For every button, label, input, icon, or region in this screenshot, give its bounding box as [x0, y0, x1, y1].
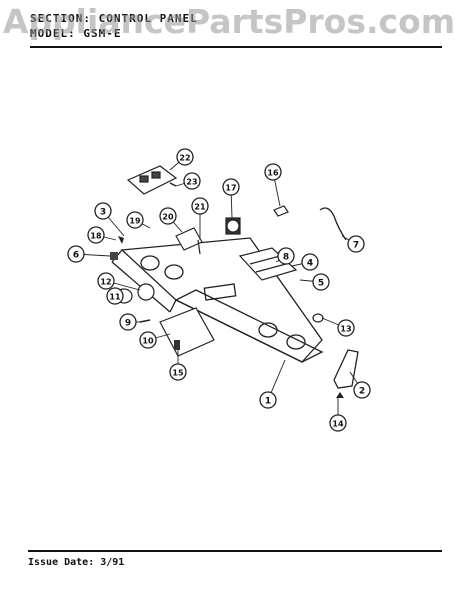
callout-label: 10 [142, 337, 154, 346]
callout-label: 4 [307, 259, 313, 269]
callout-11: 11 [106, 287, 124, 305]
callout-23: 23 [183, 172, 201, 190]
callout-7: 7 [347, 235, 365, 253]
callout-label: 7 [353, 241, 359, 251]
callout-label: 16 [267, 169, 279, 178]
callout-18: 18 [87, 226, 105, 244]
display-panel-part [159, 307, 215, 357]
callout-label: 18 [90, 232, 102, 241]
header-rule [30, 46, 442, 48]
callout-17: 17 [222, 178, 240, 196]
callout-label: 19 [129, 217, 141, 226]
callout-8: 8 [277, 247, 295, 265]
callout-circle [312, 273, 330, 291]
section-title: SECTION: CONTROL PANEL [30, 12, 198, 25]
callout-6: 6 [67, 245, 85, 263]
callout-label: 6 [73, 251, 79, 261]
callout-circle [347, 235, 365, 253]
callout-circle [277, 247, 295, 265]
callout-circle [264, 163, 282, 181]
wire-harness-part [319, 207, 347, 241]
callout-16: 16 [264, 163, 282, 181]
issue-date: Issue Date: 3/91 [28, 557, 125, 568]
callout-circle [222, 178, 240, 196]
callout-circle [191, 197, 209, 215]
callout-3: 3 [94, 202, 112, 220]
fastener-part [174, 340, 180, 350]
callout-label: 5 [318, 279, 324, 289]
screw-part [169, 182, 177, 187]
callout-circle [159, 207, 177, 225]
callout-label: 8 [283, 253, 289, 263]
callout-label: 15 [172, 369, 184, 378]
callout-21: 21 [191, 197, 209, 215]
callout-15: 15 [169, 363, 187, 381]
callout-circle [94, 202, 112, 220]
model-line: MODEL: GSM-E [30, 27, 122, 40]
callout-12: 12 [97, 272, 115, 290]
watermark: AppliancePartsPros.com [2, 2, 456, 41]
screw-part-small [139, 319, 151, 323]
callout-label: 21 [194, 203, 206, 212]
clip-part [273, 205, 289, 217]
callout-circle [119, 313, 137, 331]
cap-part [312, 313, 324, 323]
callout-circle [176, 148, 194, 166]
bracket-part [175, 227, 203, 251]
callout-label: 2 [359, 387, 365, 397]
spring-part [118, 236, 124, 244]
circuit-board-part [126, 165, 178, 195]
callout-5: 5 [312, 273, 330, 291]
callout-label: 17 [225, 184, 236, 193]
callout-label: 9 [125, 319, 131, 329]
callout-label: 20 [162, 213, 174, 222]
callout-circle [353, 381, 371, 399]
callout-circle [337, 319, 355, 337]
callout-circle [139, 331, 157, 349]
callout-20: 20 [159, 207, 177, 225]
callout-label: 13 [340, 325, 351, 334]
callout-label: 12 [100, 278, 111, 287]
callout-4: 4 [301, 253, 319, 271]
end-cap-part [333, 349, 359, 389]
callout-circle [97, 272, 115, 290]
callout-label: 11 [109, 293, 121, 302]
callout-circle [169, 363, 187, 381]
callout-circle [301, 253, 319, 271]
callout-label: 22 [179, 154, 190, 163]
callout-label: 3 [100, 208, 106, 218]
callout-1: 1 [259, 391, 277, 409]
knob-skirt-part [137, 283, 155, 301]
callout-13: 13 [337, 319, 355, 337]
callout-circle [87, 226, 105, 244]
callout-circle [67, 245, 85, 263]
callout-2: 2 [353, 381, 371, 399]
button-part [110, 252, 118, 260]
callout-label: 23 [186, 178, 197, 187]
footer-rule [28, 550, 442, 552]
callout-22: 22 [176, 148, 194, 166]
timer-part [225, 217, 241, 235]
callout-14: 14 [329, 414, 347, 432]
callout-circle [126, 211, 144, 229]
screw-part-bottom [336, 392, 344, 398]
callout-circle [329, 414, 347, 432]
callout-9: 9 [119, 313, 137, 331]
callout-circle [106, 287, 124, 305]
callout-19: 19 [126, 211, 144, 229]
callout-circle [259, 391, 277, 409]
switch-module-part [238, 247, 298, 281]
callout-10: 10 [139, 331, 157, 349]
callout-label: 14 [332, 420, 344, 429]
callout-circle [183, 172, 201, 190]
callout-label: 1 [265, 397, 271, 407]
rod-part [197, 239, 201, 255]
